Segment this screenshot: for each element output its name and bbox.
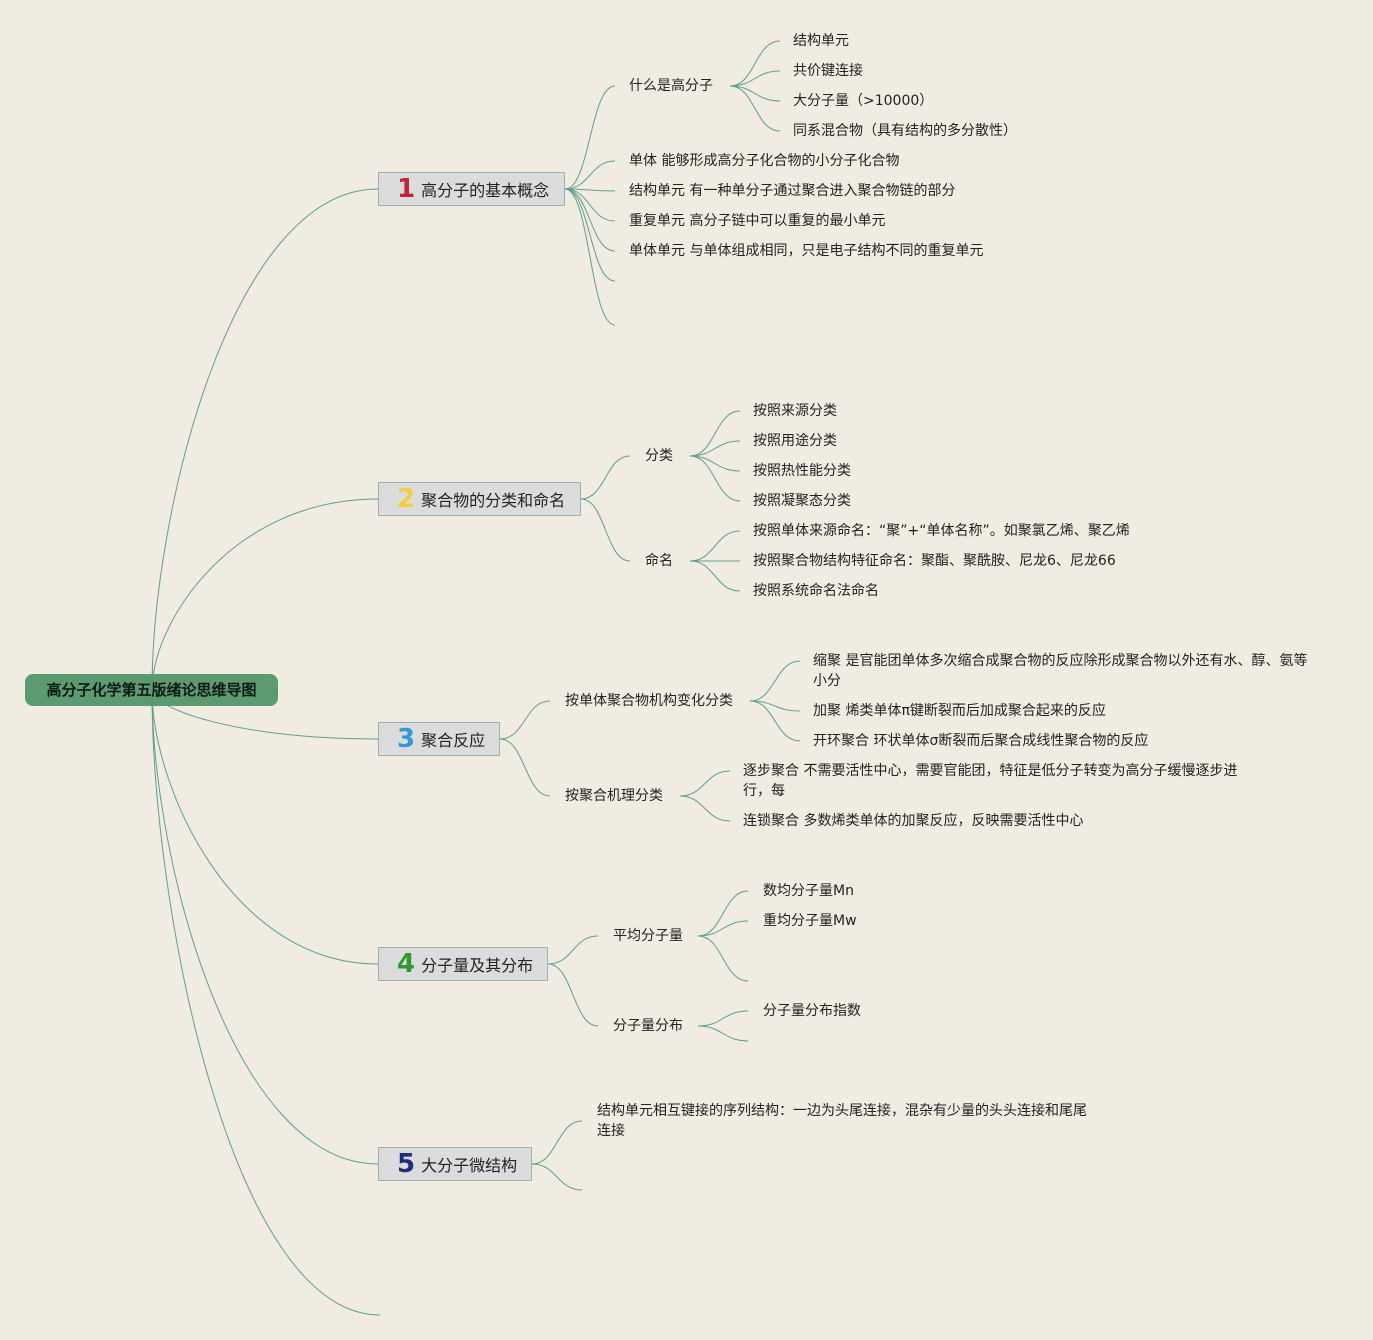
node-average-mw[interactable]: 平均分子量 (613, 928, 683, 944)
b4-average-leaf-1 (697, 920, 749, 937)
b2-class-leaf-1 (689, 440, 741, 457)
node-monomer[interactable]: 单体 能够形成高分子化合物的小分子化合物 (629, 153, 900, 169)
node-by-mechanism[interactable]: 按聚合机理分类 (565, 788, 663, 804)
b2-class-leaf-3 (689, 455, 741, 502)
branch-5-number: 5 (397, 1149, 416, 1179)
node-mw-distribution[interactable]: 分子量分布 (613, 1018, 683, 1034)
node-repeat-unit[interactable]: 重复单元 高分子链中可以重复的最小单元 (629, 213, 886, 229)
b3-structure (499, 700, 551, 740)
node-what-is-polymer[interactable]: 什么是高分子 (629, 78, 713, 94)
branch-2-number: 2 (397, 484, 416, 514)
leaf-sequence-structure[interactable]: 结构单元相互键接的序列结构：一边为头尾连接，混杂有少量的头头连接和尾尾连接 (597, 1103, 1087, 1139)
b3-mechanism-leaf-0 (679, 770, 731, 797)
b2-class-leaf-0 (689, 410, 741, 457)
b1-what-leaf-1 (729, 70, 781, 87)
leaf-mn[interactable]: 数均分子量Mn (763, 883, 854, 899)
leaf-high-molecular-weight[interactable]: 大分子量（>10000） (793, 93, 934, 109)
b2-class (580, 455, 631, 500)
branch-4-node[interactable]: 4 分子量及其分布 (378, 947, 548, 981)
branch-1-node[interactable]: 1 高分子的基本概念 (378, 172, 565, 206)
b1-structural (564, 188, 616, 192)
b4-average (547, 935, 599, 965)
b3-mechanism-leaf-1 (679, 795, 731, 822)
branch-3-label: 聚合反应 (421, 731, 486, 750)
b3-structure-leaf-2 (749, 700, 801, 742)
b3-mechanism (499, 738, 551, 797)
b5-sequence (531, 1120, 583, 1165)
leaf-by-thermal[interactable]: 按照热性能分类 (753, 463, 851, 479)
leaf-structural-unit[interactable]: 结构单元 (793, 33, 849, 49)
node-by-structure-change[interactable]: 按单体聚合物机构变化分类 (565, 693, 733, 709)
b4-average-leaf-0 (697, 890, 749, 937)
b1-monomer-unit (564, 188, 616, 252)
leaf-covalent-bond[interactable]: 共价键连接 (793, 63, 863, 79)
trunk-extra (151, 689, 381, 1316)
node-naming[interactable]: 命名 (645, 553, 673, 569)
b1-what-leaf-3 (729, 85, 781, 132)
b1-what (564, 85, 616, 190)
b1-repeat (564, 188, 616, 222)
leaf-name-by-structure[interactable]: 按照聚合物结构特征命名：聚酯、聚酰胺、尼龙6、尼龙66 (753, 553, 1116, 569)
node-monomer-unit[interactable]: 单体单元 与单体组成相同，只是电子结构不同的重复单元 (629, 243, 984, 259)
leaf-dispersity[interactable]: 分子量分布指数 (763, 1003, 861, 1019)
b1-monomer (564, 160, 616, 190)
leaf-chain-growth[interactable]: 连锁聚合 多数烯类单体的加聚反应，反映需要活性中心 (743, 813, 1084, 829)
b3-structure-leaf-0 (749, 660, 801, 702)
b2-class-leaf-2 (689, 455, 741, 472)
b5-empty (531, 1163, 583, 1191)
branch-2-node[interactable]: 2 聚合物的分类和命名 (378, 482, 581, 516)
b4-dist-leaf-0 (697, 1010, 749, 1027)
b1-empty-2 (564, 188, 616, 326)
branch-3-node[interactable]: 3 聚合反应 (378, 722, 500, 756)
trunk-branch-4 (151, 689, 379, 965)
branch-5-label: 大分子微结构 (421, 1156, 518, 1175)
trunk-branch-2 (151, 498, 379, 691)
leaf-condensation[interactable]: 缩聚 是官能团单体多次缩合成聚合物的反应除形成聚合物以外还有水、醇、氨等小分 (813, 653, 1308, 689)
leaf-homolog-mixture[interactable]: 同系混合物（具有结构的多分散性） (793, 123, 1017, 139)
node-structural-unit[interactable]: 结构单元 有一种单分子通过聚合进入聚合物链的部分 (629, 183, 956, 199)
leaf-addition[interactable]: 加聚 烯类单体π键断裂而后加成聚合起来的反应 (813, 703, 1106, 719)
leaf-mw[interactable]: 重均分子量Mw (763, 913, 857, 929)
b1-what-leaf-0 (729, 40, 781, 87)
branch-1-number: 1 (397, 174, 416, 204)
leaf-by-use[interactable]: 按照用途分类 (753, 433, 837, 449)
leaf-by-aggregation[interactable]: 按照凝聚态分类 (753, 493, 851, 509)
trunk-branch-5 (151, 689, 379, 1165)
root-node[interactable]: 高分子化学第五版绪论思维导图 (25, 674, 278, 706)
b4-dist-leaf-1 (697, 1025, 749, 1042)
leaf-name-systematic[interactable]: 按照系统命名法命名 (753, 583, 879, 599)
b1-empty-1 (564, 188, 616, 282)
b2-name-leaf-2 (689, 560, 741, 592)
b4-average-leaf-2 (697, 935, 749, 982)
branch-1-label: 高分子的基本概念 (421, 181, 550, 200)
leaf-by-source[interactable]: 按照来源分类 (753, 403, 837, 419)
branch-3-number: 3 (397, 724, 416, 754)
b2-name (580, 498, 631, 562)
node-classification[interactable]: 分类 (645, 448, 673, 464)
branch-5-node[interactable]: 5 大分子微结构 (378, 1147, 532, 1181)
b1-what-leaf-2 (729, 85, 781, 102)
branch-4-number: 4 (397, 949, 416, 979)
branch-4-label: 分子量及其分布 (421, 956, 534, 975)
leaf-name-by-monomer[interactable]: 按照单体来源命名：“聚”+“单体名称”。如聚氯乙烯、聚乙烯 (753, 523, 1130, 539)
leaf-step-growth[interactable]: 逐步聚合 不需要活性中心，需要官能团，特征是低分子转变为高分子缓慢逐步进行，每 (743, 763, 1238, 799)
branch-2-label: 聚合物的分类和命名 (421, 491, 566, 510)
b2-name-leaf-0 (689, 530, 741, 562)
b4-distribution (547, 963, 599, 1027)
leaf-ring-opening[interactable]: 开环聚合 环状单体σ断裂而后聚合成线性聚合物的反应 (813, 733, 1149, 749)
trunk-branch-1 (151, 188, 379, 691)
